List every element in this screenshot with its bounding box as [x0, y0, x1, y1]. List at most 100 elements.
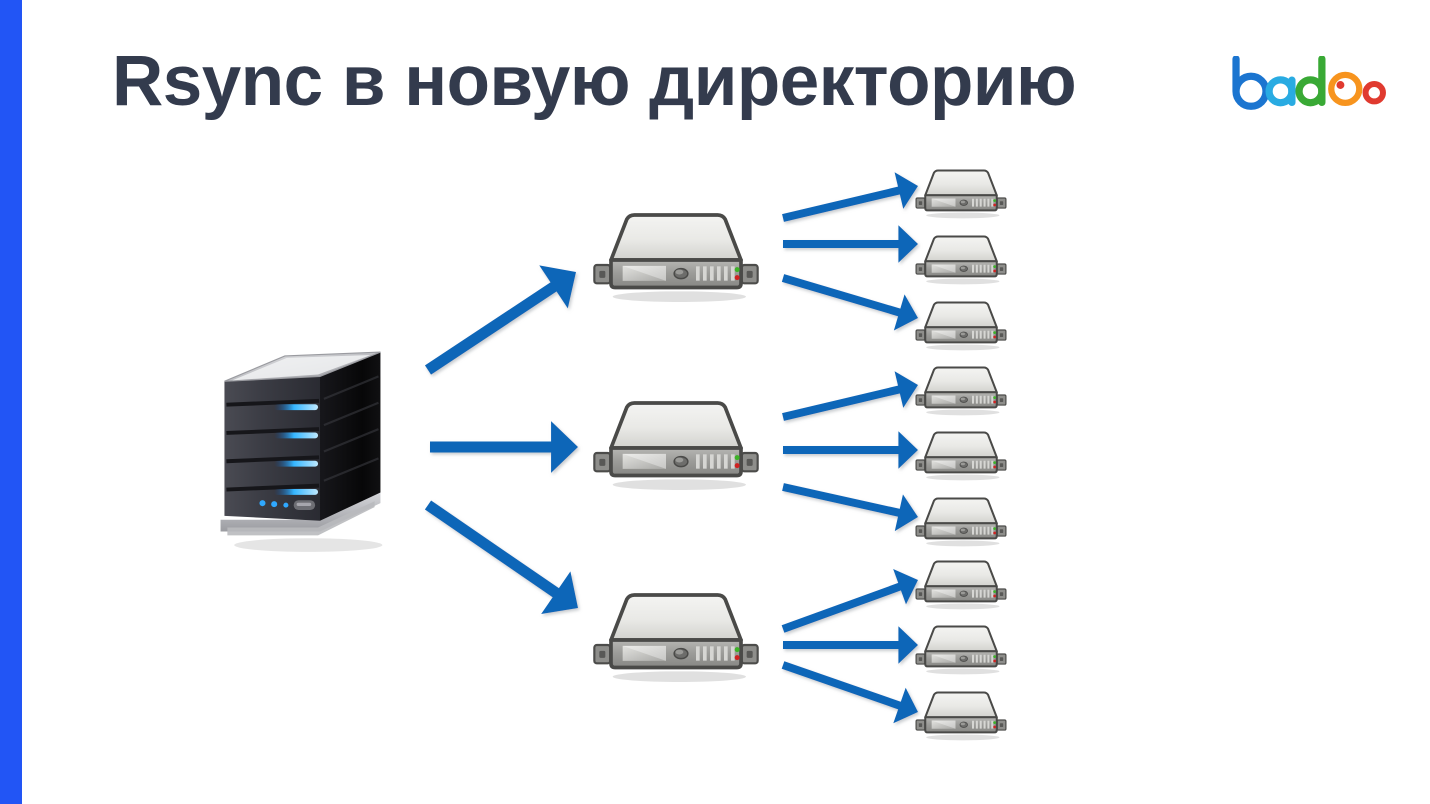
tier1target1-drive-slot [931, 460, 956, 469]
tier2target1-mount-ear-left [915, 653, 926, 665]
arrow-tier-3-to-target-1 [781, 569, 918, 633]
source-server [203, 344, 398, 559]
tier0target0-top-panel [924, 169, 998, 197]
tier1target2-led-green [993, 527, 997, 530]
tier2target0-mount-ear-right [996, 588, 1007, 600]
arrow-tier-2-to-target-1 [782, 371, 918, 421]
tier2target0-svg [915, 560, 1007, 610]
target-server [915, 297, 1007, 352]
arrow-source-to-tier-3 [424, 500, 578, 615]
arrow-tier-2-to-target-2 [783, 431, 918, 469]
target-server [915, 493, 1007, 548]
tier2target0-led-green [993, 590, 997, 593]
tier2-mount-ear-right [740, 643, 759, 665]
tier1target0-top-panel [924, 366, 998, 394]
tier0target2-led-red [993, 335, 997, 339]
tier2target0-led-red [993, 594, 997, 598]
tier2target1-vent-grille [972, 654, 994, 663]
tier1target1-vent-grille [972, 460, 994, 469]
tier0target2-svg [915, 301, 1007, 351]
tier0target2-vent-grille [972, 330, 994, 339]
tier0target2-top-panel [924, 301, 998, 329]
tier2target2-top-panel [924, 691, 998, 719]
tier1target0-vent-grille [972, 395, 994, 404]
tier2target1-led-red [993, 659, 997, 663]
tier0target2-drive-slot [931, 330, 956, 339]
arrow-tier-3-to-target-2 [783, 626, 918, 664]
tier1target2-svg [915, 497, 1007, 547]
tier1target1-led-green [993, 461, 997, 464]
tier0-led-green [734, 267, 740, 273]
tier0target0-led-red [993, 203, 997, 207]
tier2-vent-grille [696, 646, 735, 661]
badoo-logo [1232, 55, 1387, 114]
tier1-led-red [734, 463, 740, 469]
tier0-mount-ear-right [740, 263, 759, 285]
tier2target2-svg [915, 691, 1007, 741]
tier0target1-svg [915, 235, 1007, 285]
tier2-svg [593, 593, 759, 682]
source-led-strips [274, 404, 319, 495]
tier-2-relay-server [592, 393, 760, 493]
tier0target1-drive-slot [931, 264, 956, 273]
target-server [915, 687, 1007, 742]
tier1target2-vent-grille [972, 526, 994, 535]
target-server [915, 427, 1007, 482]
tier0-led-red [734, 275, 740, 281]
tier1target0-svg [915, 366, 1007, 416]
tier2target2-drive-slot [931, 720, 956, 729]
arrow-tier-2-to-target-3 [782, 483, 918, 532]
tier1target2-mount-ear-right [996, 525, 1007, 537]
target-server [915, 165, 1007, 220]
arrow-tier-3-to-target-3 [781, 661, 918, 724]
tier0target1-led-red [993, 269, 997, 273]
tier1target0-led-green [993, 396, 997, 399]
tier1target2-top-panel [924, 497, 998, 525]
tier2target0-mount-ear-left [915, 588, 926, 600]
tier2target2-mount-ear-left [915, 719, 926, 731]
target-server [915, 362, 1007, 417]
target-server [915, 231, 1007, 286]
tier2-mount-ear-left [593, 643, 612, 665]
tier1target2-drive-slot [931, 526, 956, 535]
arrow-tier-1-to-target-2 [783, 225, 918, 263]
tier1target0-mount-ear-left [915, 394, 926, 406]
tier2target1-mount-ear-right [996, 653, 1007, 665]
tier0target0-mount-ear-left [915, 197, 926, 209]
tier1target1-svg [915, 431, 1007, 481]
arrow-tier-1-to-target-1 [782, 172, 918, 222]
tier2target1-drive-slot [931, 654, 956, 663]
tier0target1-top-panel [924, 235, 998, 263]
tier1target1-mount-ear-left [915, 459, 926, 471]
tier0target0-vent-grille [972, 198, 994, 207]
tier0target1-mount-ear-left [915, 263, 926, 275]
source-side-grooves [323, 375, 379, 482]
source-drive-bays [226, 398, 320, 492]
tier0target2-mount-ear-left [915, 329, 926, 341]
tier0target1-led-green [993, 265, 997, 268]
logo-letter-a [1265, 76, 1296, 107]
page-title: Rsync в новую директорию [112, 42, 1077, 121]
tier1-mount-ear-left [593, 451, 612, 473]
logo-red-dot [1336, 81, 1345, 89]
tier2-top-panel [609, 593, 743, 642]
source-side-panel [320, 352, 381, 521]
tier0-svg [593, 213, 759, 302]
tier2-led-red [734, 655, 740, 661]
target-server [915, 621, 1007, 676]
tier1target0-mount-ear-right [996, 394, 1007, 406]
tier2-drive-slot [622, 645, 666, 661]
logo-letter-o-red [1362, 81, 1386, 105]
tier0-drive-slot [622, 265, 666, 281]
tier2target1-top-panel [924, 625, 998, 653]
tier0target2-mount-ear-right [996, 329, 1007, 341]
tier2target1-svg [915, 625, 1007, 675]
logo-letter-d [1295, 55, 1326, 107]
tier2target2-mount-ear-right [996, 719, 1007, 731]
tier1target0-led-red [993, 400, 997, 404]
tier1target2-led-red [993, 531, 997, 535]
tier1-led-green [734, 455, 740, 461]
tier2-led-green [734, 647, 740, 653]
